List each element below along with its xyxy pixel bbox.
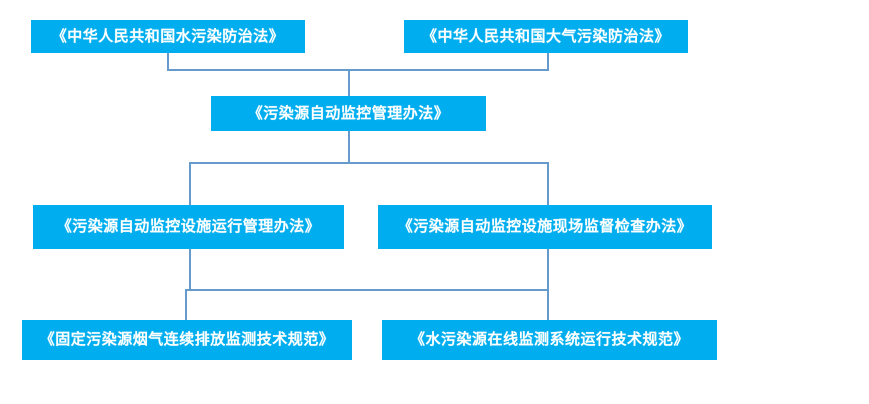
node-air-pollution-law[interactable]: 《中华人民共和国大气污染防治法》 bbox=[404, 20, 688, 53]
node-facility-operation-management-measures[interactable]: 《污染源自动监控设施运行管理办法》 bbox=[33, 205, 344, 249]
connector-bus-to-n5 bbox=[547, 162, 549, 206]
connector-n3-down bbox=[348, 131, 350, 164]
node-stationary-source-flue-gas-cems-spec[interactable]: 《固定污染源烟气连续排放监测技术规范》 bbox=[22, 320, 352, 360]
node-water-online-monitoring-system-spec[interactable]: 《水污染源在线监测系统运行技术规范》 bbox=[382, 320, 717, 360]
connector-level3-bus bbox=[185, 289, 549, 291]
connector-n4-down bbox=[189, 249, 191, 291]
connector-bus-to-n6 bbox=[185, 289, 187, 321]
connector-n2-down bbox=[547, 53, 549, 71]
connector-n1-down bbox=[167, 53, 169, 71]
connector-n5-down bbox=[547, 249, 549, 321]
connector-bus-to-n4 bbox=[189, 162, 191, 206]
node-auto-monitoring-management-measures[interactable]: 《污染源自动监控管理办法》 bbox=[211, 96, 486, 131]
connector-level1-bus bbox=[167, 69, 549, 71]
node-water-pollution-law[interactable]: 《中华人民共和国水污染防治法》 bbox=[31, 20, 305, 53]
node-facility-onsite-supervision-measures[interactable]: 《污染源自动监控设施现场监督检查办法》 bbox=[378, 205, 712, 249]
connector-level2-bus bbox=[189, 162, 549, 164]
connector-bus-to-n3 bbox=[348, 69, 350, 97]
